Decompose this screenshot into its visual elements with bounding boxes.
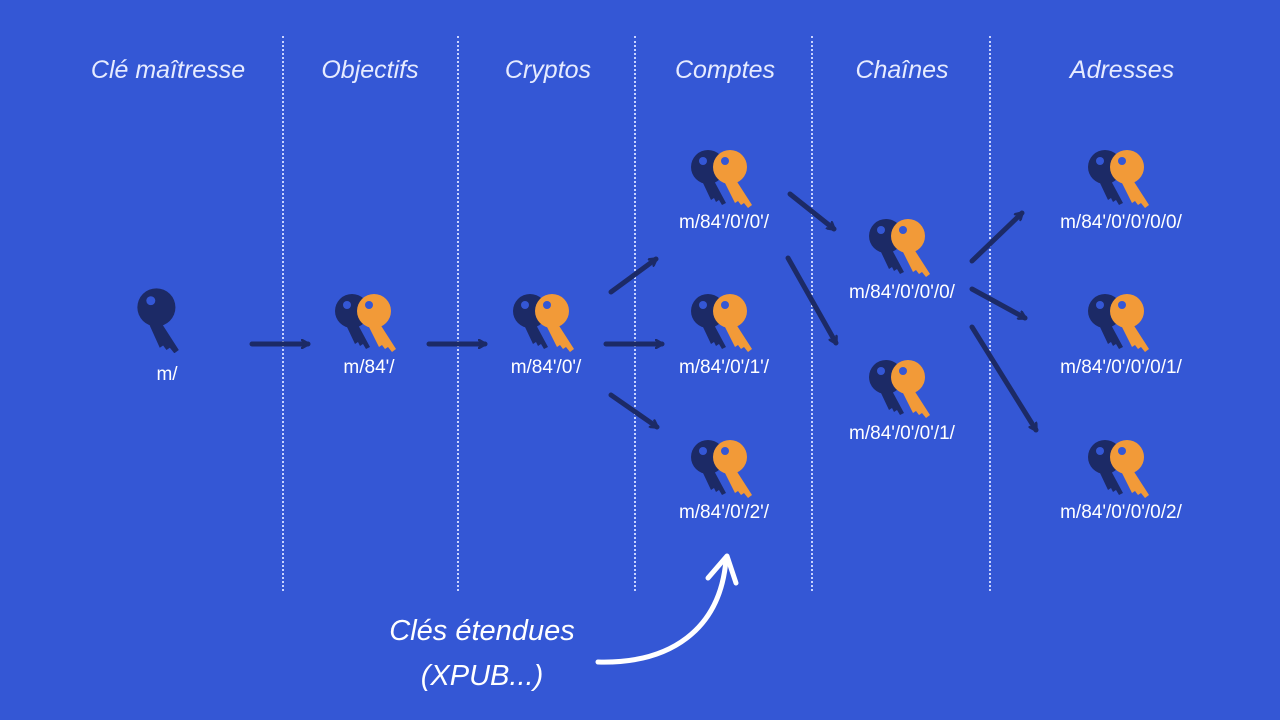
column-divider bbox=[282, 36, 284, 591]
master-key-icon-master bbox=[130, 287, 202, 354]
key-pair-icon-chain0 bbox=[866, 216, 938, 282]
derivation-path-label-coin: m/84'/0'/ bbox=[510, 357, 582, 378]
derivation-path-label-purpose: m/84'/ bbox=[343, 357, 395, 378]
header-accounts: Comptes bbox=[674, 56, 776, 84]
key-pair-icon-purpose bbox=[332, 291, 404, 357]
derivation-path-label-address1: m/84'/0'/0'/0/1/ bbox=[1060, 357, 1182, 378]
derivation-path-label-master: m/ bbox=[156, 364, 178, 385]
derivation-path-label-account2: m/84'/0'/2'/ bbox=[678, 502, 770, 523]
derivation-path-label-address0: m/84'/0'/0'/0/0/ bbox=[1060, 212, 1182, 233]
column-divider bbox=[634, 36, 636, 591]
derivation-arrow-coin-to-account2 bbox=[608, 392, 660, 430]
key-pair-icon-account2 bbox=[688, 437, 760, 503]
key-pair-icon-address2 bbox=[1085, 437, 1157, 503]
derivation-arrow-chain0-to-address0 bbox=[969, 210, 1025, 264]
key-pair-icon-coin bbox=[510, 291, 582, 357]
derivation-arrow-coin-to-account0 bbox=[608, 256, 659, 295]
header-chains: Chaînes bbox=[855, 56, 949, 84]
key-pair-icon-address0 bbox=[1085, 147, 1157, 213]
column-divider bbox=[457, 36, 459, 591]
header-master-key: Clé maîtresse bbox=[90, 56, 246, 84]
header-addresses: Adresses bbox=[1069, 56, 1175, 84]
key-pair-icon-account1 bbox=[688, 291, 760, 357]
derivation-path-label-address2: m/84'/0'/0'/0/2/ bbox=[1060, 502, 1182, 523]
key-pair-icon-address1 bbox=[1085, 291, 1157, 357]
column-divider bbox=[811, 36, 813, 591]
derivation-arrow-chain0-to-address2 bbox=[969, 324, 1039, 433]
key-pair-icon-account0 bbox=[688, 147, 760, 213]
extended-keys-note-line1: Clés étendues bbox=[389, 615, 575, 647]
derivation-arrow-chain0-to-address1 bbox=[969, 286, 1028, 321]
derivation-path-label-chain0: m/84'/0'/0'/0/ bbox=[849, 282, 955, 303]
extended-keys-note-line2: (XPUB...) bbox=[420, 660, 544, 692]
derivation-path-label-account1: m/84'/0'/1'/ bbox=[678, 357, 770, 378]
header-purpose: Objectifs bbox=[321, 56, 419, 84]
key-pair-icon-chain1 bbox=[866, 357, 938, 423]
header-coin: Cryptos bbox=[504, 56, 592, 84]
derivation-path-label-chain1: m/84'/0'/0'/1/ bbox=[849, 423, 955, 444]
xpub-pointer-arrow bbox=[595, 557, 729, 665]
column-divider bbox=[989, 36, 991, 591]
xpub-pointer-arrowhead bbox=[705, 553, 739, 586]
derivation-arrow-account0-to-chain1 bbox=[785, 255, 839, 346]
derivation-path-label-account0: m/84'/0'/0'/ bbox=[678, 212, 770, 233]
derivation-arrow-account0-to-chain0 bbox=[787, 191, 837, 232]
